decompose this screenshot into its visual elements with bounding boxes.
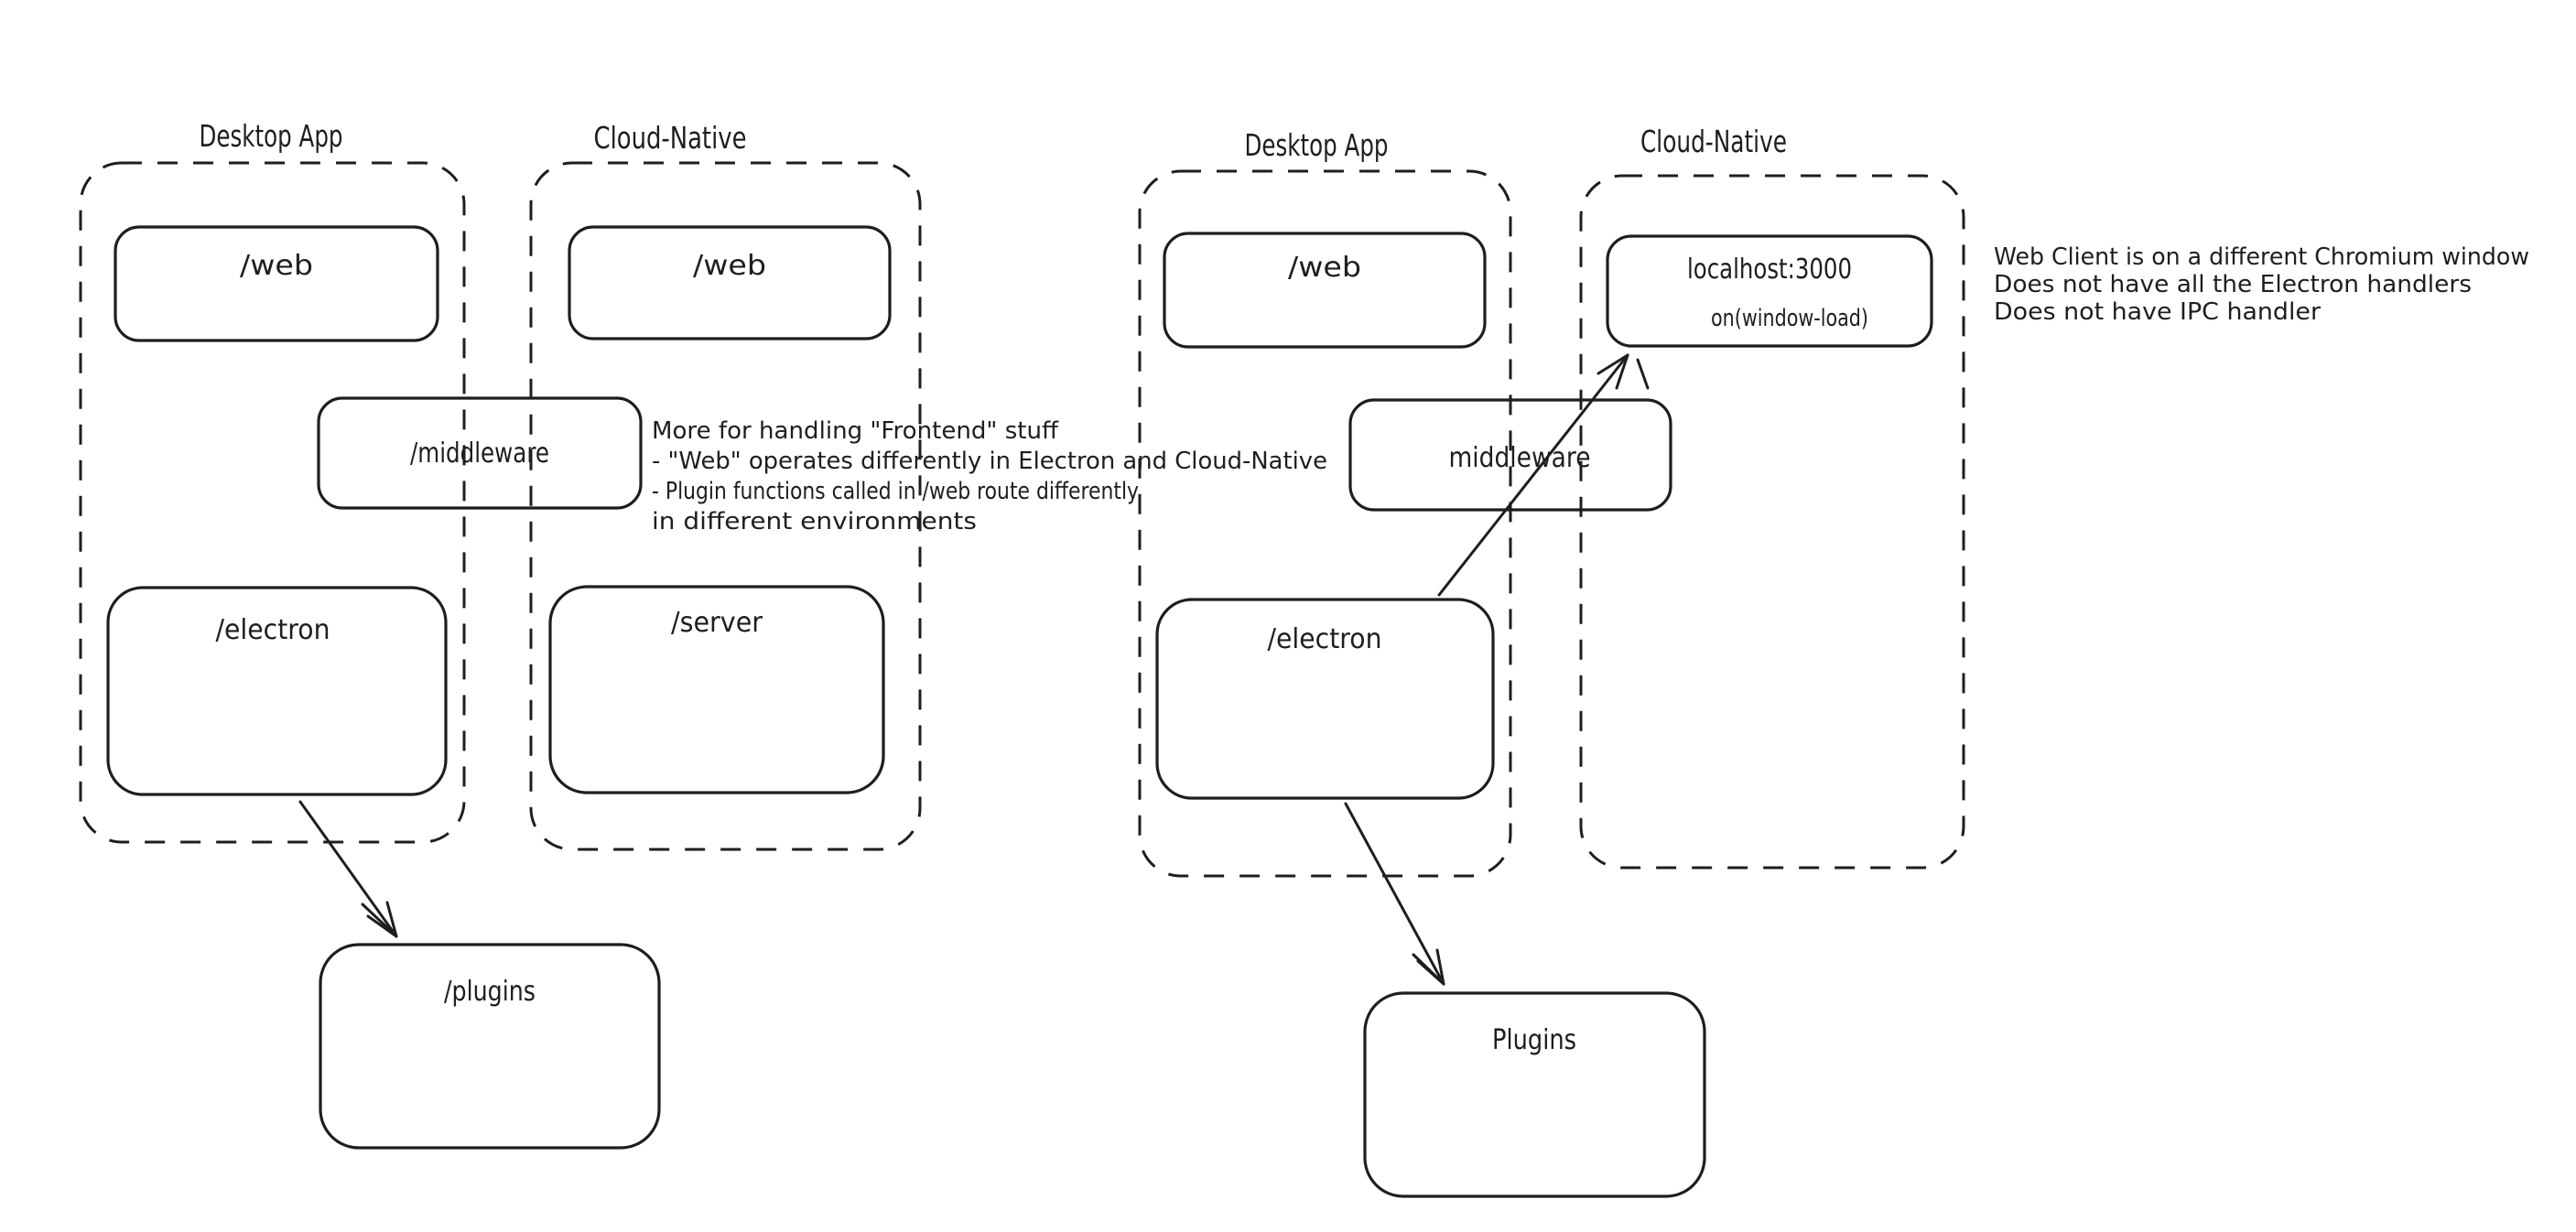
arrow-shaft	[298, 800, 398, 938]
arrow-shaft	[1344, 802, 1445, 986]
right-cloud-native-container[interactable]: Cloud-Native	[1579, 124, 1965, 870]
right-electron-rect	[1155, 598, 1495, 800]
left-cloud-native-container[interactable]: Cloud-Native	[529, 120, 922, 851]
left-desktop-app-title: Desktop App	[200, 118, 343, 154]
right-web-desktop-box[interactable]: /web	[1163, 232, 1487, 349]
left-frontend-note[interactable]: More for handling "Frontend" stuff - "We…	[652, 417, 1327, 535]
right-localhost-box[interactable]: localhost:3000 on(window-load)	[1606, 234, 1933, 348]
left-electron-to-plugins-arrow[interactable]	[298, 800, 398, 938]
left-middleware-rect	[317, 396, 643, 510]
arrow-head-stroke	[1615, 353, 1629, 390]
left-cloud-native-title: Cloud-Native	[594, 120, 747, 156]
right-electron-box[interactable]: /electron	[1155, 598, 1495, 800]
left-desktop-app-container[interactable]: Desktop App	[79, 118, 466, 844]
left-middleware-box[interactable]: /middleware	[317, 396, 643, 510]
right-window-load-label: on(window-load)	[1711, 305, 1868, 332]
left-web-cloud-rect	[568, 225, 892, 340]
note-line: More for handling "Frontend" stuff	[652, 417, 1059, 445]
right-desktop-app-container[interactable]: Desktop App	[1138, 127, 1512, 878]
right-localhost-label: localhost:3000	[1687, 254, 1852, 286]
note-line: Does not have all the Electron handlers	[1994, 271, 2472, 298]
right-plugins-box[interactable]: Plugins	[1363, 991, 1706, 1198]
right-middleware-rect	[1348, 398, 1672, 512]
left-server-box[interactable]: /server	[548, 585, 885, 794]
right-cloud-native-title: Cloud-Native	[1640, 124, 1787, 159]
note-line: - Plugin functions called in /web route …	[652, 478, 1139, 505]
right-web-client-note[interactable]: Web Client is on a different Chromium wi…	[1994, 243, 2529, 326]
right-localhost-rect	[1606, 234, 1933, 348]
left-electron-rect	[106, 586, 448, 796]
right-electron-to-plugins-arrow[interactable]	[1344, 802, 1445, 986]
left-middleware-label: /middleware	[410, 438, 549, 470]
left-electron-box[interactable]: /electron	[106, 586, 448, 796]
right-electron-label: /electron	[1268, 623, 1382, 655]
right-plugins-rect	[1363, 991, 1706, 1198]
right-middleware-label: middleware	[1449, 442, 1591, 474]
left-server-label: /server	[671, 607, 763, 639]
note-line: Does not have IPC handler	[1994, 298, 2321, 326]
right-electron-to-localhost-arrow[interactable]	[1437, 353, 1650, 597]
right-desktop-app-title: Desktop App	[1245, 127, 1389, 163]
arrow-head-stroke	[1596, 353, 1629, 375]
left-cloud-native-frame	[529, 161, 922, 851]
note-line: - "Web" operates differently in Electron…	[652, 448, 1327, 475]
right-cloud-native-frame	[1579, 174, 1965, 870]
arrow-shaft	[1437, 353, 1629, 597]
left-desktop-app-frame	[79, 161, 466, 844]
left-server-rect	[548, 585, 885, 794]
note-line: in different environments	[652, 508, 977, 535]
right-web-desktop-rect	[1163, 232, 1487, 349]
left-web-desktop-rect	[114, 225, 439, 342]
left-electron-label: /electron	[216, 614, 330, 646]
left-web-desktop-label: /web	[240, 250, 313, 282]
left-web-cloud-box[interactable]: /web	[568, 225, 892, 340]
right-middleware-box[interactable]: middleware	[1348, 398, 1672, 512]
left-plugins-rect	[319, 943, 661, 1150]
left-plugins-box[interactable]: /plugins	[319, 943, 661, 1150]
arrow-head-stroke	[1435, 948, 1445, 986]
left-web-cloud-label: /web	[693, 250, 766, 282]
left-web-desktop-box[interactable]: /web	[114, 225, 439, 342]
note-line: Web Client is on a different Chromium wi…	[1994, 243, 2529, 271]
arrow-head-stroke	[385, 901, 398, 938]
right-plugins-label: Plugins	[1492, 1024, 1576, 1056]
arrow-head-sketch-stroke	[361, 902, 395, 935]
arrow-head-sketch-stroke	[1636, 358, 1650, 390]
arrow-head-sketch-stroke	[1412, 953, 1441, 981]
right-web-desktop-label: /web	[1288, 252, 1361, 284]
right-desktop-app-frame	[1138, 169, 1512, 878]
left-plugins-label: /plugins	[444, 976, 536, 1008]
